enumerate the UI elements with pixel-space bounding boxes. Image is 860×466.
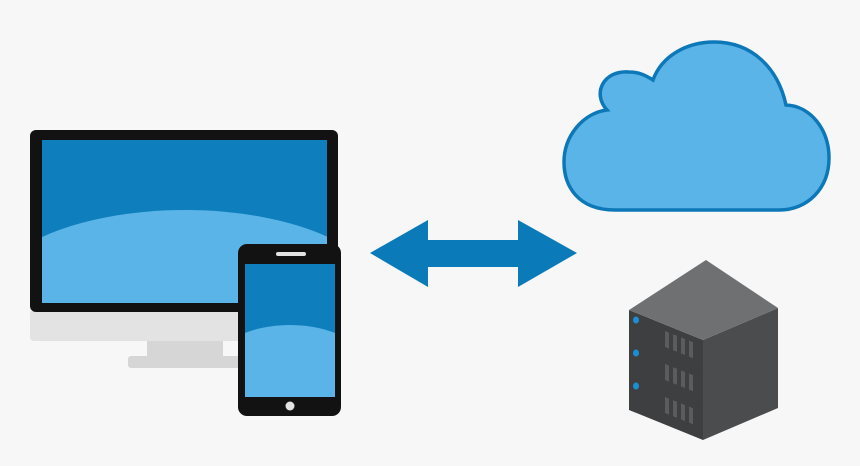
server-unit bbox=[629, 260, 778, 374]
server-vent-slot bbox=[689, 340, 693, 359]
phone-home-button bbox=[285, 401, 295, 411]
server-vent-slot bbox=[673, 367, 677, 385]
server-led-icon bbox=[633, 349, 639, 357]
server-unit-side bbox=[703, 341, 778, 407]
server-vent-slot bbox=[673, 334, 677, 352]
server-vent-slot bbox=[665, 397, 669, 415]
server-stack-icon bbox=[629, 260, 778, 440]
server-unit-side bbox=[703, 374, 778, 440]
phone-screen-wave bbox=[245, 325, 335, 397]
monitor-stand-neck bbox=[147, 338, 223, 358]
cloud-icon bbox=[562, 40, 831, 212]
server-vent-slot bbox=[673, 400, 677, 418]
server-vent-slot bbox=[681, 337, 685, 355]
smartphone-icon bbox=[238, 244, 341, 416]
server-led-icon bbox=[633, 382, 639, 390]
server-vent-slot bbox=[665, 364, 669, 382]
monitor-stand-base bbox=[128, 356, 240, 368]
server-vent-slot bbox=[689, 373, 693, 392]
server-led-icon bbox=[633, 316, 639, 324]
server-unit-top bbox=[629, 260, 778, 340]
phone-speaker bbox=[276, 252, 306, 256]
server-unit bbox=[629, 341, 778, 407]
server-vent-slot bbox=[681, 403, 685, 421]
server-unit bbox=[629, 374, 778, 440]
server-vent-slot bbox=[681, 370, 685, 388]
server-vent-slot bbox=[689, 406, 693, 425]
server-unit-side bbox=[703, 308, 778, 374]
server-vent-slot bbox=[665, 331, 669, 349]
bidirectional-arrow-icon bbox=[370, 220, 577, 287]
